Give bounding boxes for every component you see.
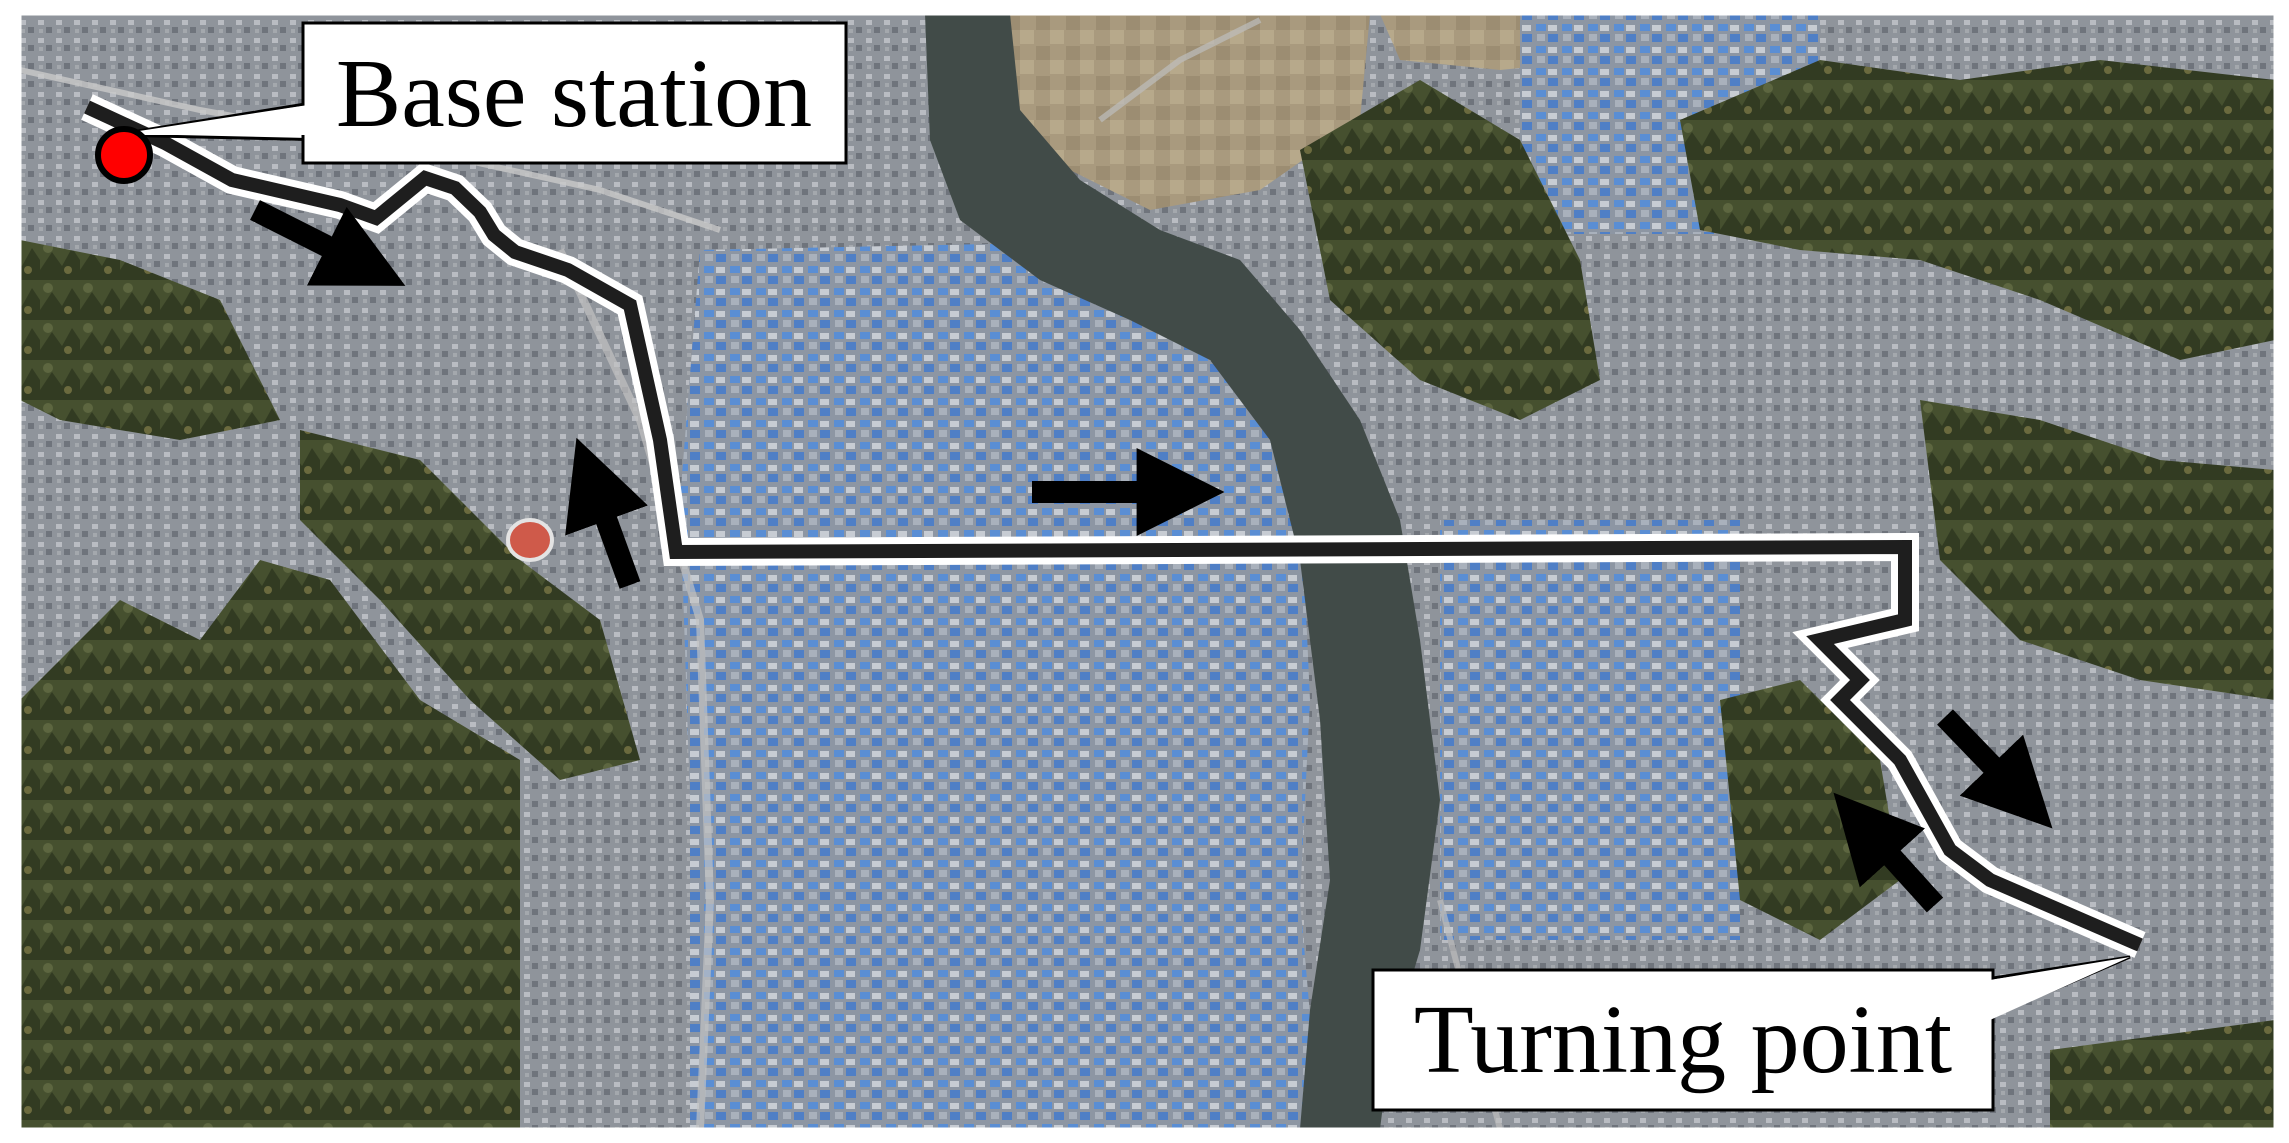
base-station-marker-icon xyxy=(95,126,153,184)
direction-arrow-icon xyxy=(1833,792,1944,913)
direction-arrow-icon xyxy=(250,200,406,286)
direction-arrow-icon xyxy=(565,437,648,589)
turning-point-callout: Turning point xyxy=(1371,955,2131,1112)
direction-arrows xyxy=(250,200,2053,913)
base-station-label-box xyxy=(301,21,848,165)
direction-arrow-icon xyxy=(1937,709,2053,829)
terrain-layer xyxy=(18,12,2277,1131)
turning-point-label: Turning point xyxy=(1414,986,1952,1094)
base-station-label: Base station xyxy=(336,40,812,148)
base-station-callout: Base station xyxy=(95,21,848,184)
turning-point-label-box xyxy=(1371,968,1995,1112)
